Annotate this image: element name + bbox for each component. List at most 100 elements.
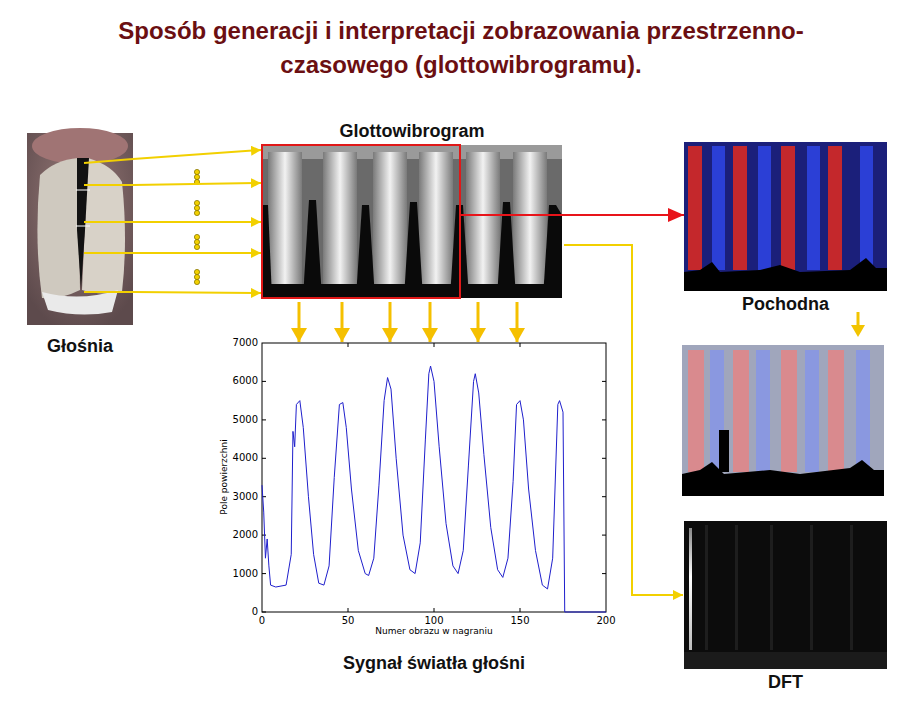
tick-label: 1000	[233, 569, 258, 579]
dark-gap	[404, 202, 423, 298]
red-stripe	[781, 350, 797, 472]
glottovibrogram-image	[262, 145, 562, 298]
vocal-fold	[37, 158, 80, 298]
dft-peak	[689, 528, 692, 650]
scan-line	[84, 184, 133, 186]
tick	[602, 496, 606, 497]
tick-label: 4000	[233, 453, 258, 463]
panel-caption: Głośnia	[0, 335, 163, 357]
tick-label: 3000	[233, 492, 258, 502]
dft-column	[810, 525, 813, 650]
tick-label: 50	[342, 616, 355, 626]
flow-arrow	[133, 150, 261, 159]
red-stripe	[733, 146, 747, 270]
dark-gap	[303, 200, 322, 298]
dark-base	[262, 284, 562, 298]
flow-arrow	[341, 302, 344, 342]
panel-caption: Sygnał światła głośni	[232, 652, 636, 674]
red-stripe	[828, 350, 844, 472]
blue-stripe	[807, 146, 820, 270]
ellipsis-dot	[194, 279, 199, 284]
blue-stripe	[758, 146, 771, 270]
ellipsis-dot	[194, 269, 199, 274]
dft-columns	[705, 525, 853, 650]
dark-gap	[497, 202, 516, 298]
tick-label: 200	[596, 616, 615, 626]
tick-label: 0	[252, 607, 258, 617]
flow-arrow	[857, 312, 860, 326]
tick	[434, 343, 435, 347]
red-stripe	[688, 146, 702, 270]
flow-arrow	[564, 245, 683, 595]
width-mark	[76, 190, 90, 191]
selection-frame	[262, 145, 460, 298]
tick	[602, 535, 606, 536]
blue-stripe	[860, 146, 873, 270]
flow-arrow	[133, 292, 261, 293]
scan-line	[84, 291, 133, 293]
image-panel: DFT	[684, 521, 887, 693]
arrow-start	[460, 214, 562, 216]
scan-line	[84, 159, 133, 163]
dft-column	[705, 525, 708, 650]
blue-stripe	[805, 350, 819, 472]
tick-label: 7000	[233, 338, 258, 348]
tick	[262, 535, 266, 536]
blue-stripes	[712, 146, 873, 270]
tick	[262, 381, 266, 382]
tick	[262, 612, 266, 613]
ellipsis-dot	[194, 210, 199, 215]
panel-caption: DFT	[654, 671, 917, 693]
ellipsis-dot	[194, 169, 199, 174]
signal-line	[262, 366, 606, 612]
tick	[602, 419, 606, 420]
red-stripe	[688, 350, 704, 472]
ellipsis-dot	[194, 205, 199, 210]
tick-label: 2000	[233, 530, 258, 540]
tick	[602, 458, 606, 459]
red-stripe	[828, 146, 842, 270]
flow-arrow	[389, 302, 392, 342]
glottis-photo	[27, 133, 133, 325]
tick-label: 6000	[233, 376, 258, 386]
tick-label: 100	[424, 616, 443, 626]
tick-label: 5000	[233, 415, 258, 425]
bright-band	[419, 152, 453, 284]
blue-stripe	[712, 146, 725, 270]
dark-base	[684, 258, 887, 291]
flow-arrow	[133, 252, 261, 254]
plot-frame	[262, 343, 606, 612]
ellipsis-dot	[194, 244, 199, 249]
flow-arrow	[298, 302, 301, 342]
bright-band	[513, 152, 547, 284]
blue-stripe	[756, 350, 770, 472]
overlay-stripes	[688, 350, 870, 472]
blue-stripe	[856, 350, 870, 472]
plot-area	[262, 366, 606, 612]
width-mark	[76, 226, 90, 227]
derivative-image	[684, 142, 887, 291]
bright-band	[466, 152, 500, 284]
axis-label: Pole powierzchni	[220, 439, 229, 514]
tick	[262, 458, 266, 459]
ellipsis-dot	[194, 239, 199, 244]
panel-caption: Pochodna	[654, 293, 917, 315]
glottis-glare	[42, 290, 118, 315]
ellipsis-dot	[194, 274, 199, 279]
tick	[262, 573, 266, 574]
scan-line	[84, 252, 133, 254]
flow-arrow	[477, 302, 480, 342]
tick-label: 0	[259, 616, 265, 626]
red-stripes	[688, 146, 842, 270]
dft-column	[735, 525, 738, 650]
flow-arrow	[516, 302, 519, 342]
dark-patch	[719, 430, 729, 472]
overlay-image	[682, 345, 884, 496]
bright-band	[373, 152, 407, 284]
red-stripe	[781, 146, 795, 270]
flow-arrow	[133, 221, 261, 223]
scan-line	[84, 221, 133, 223]
